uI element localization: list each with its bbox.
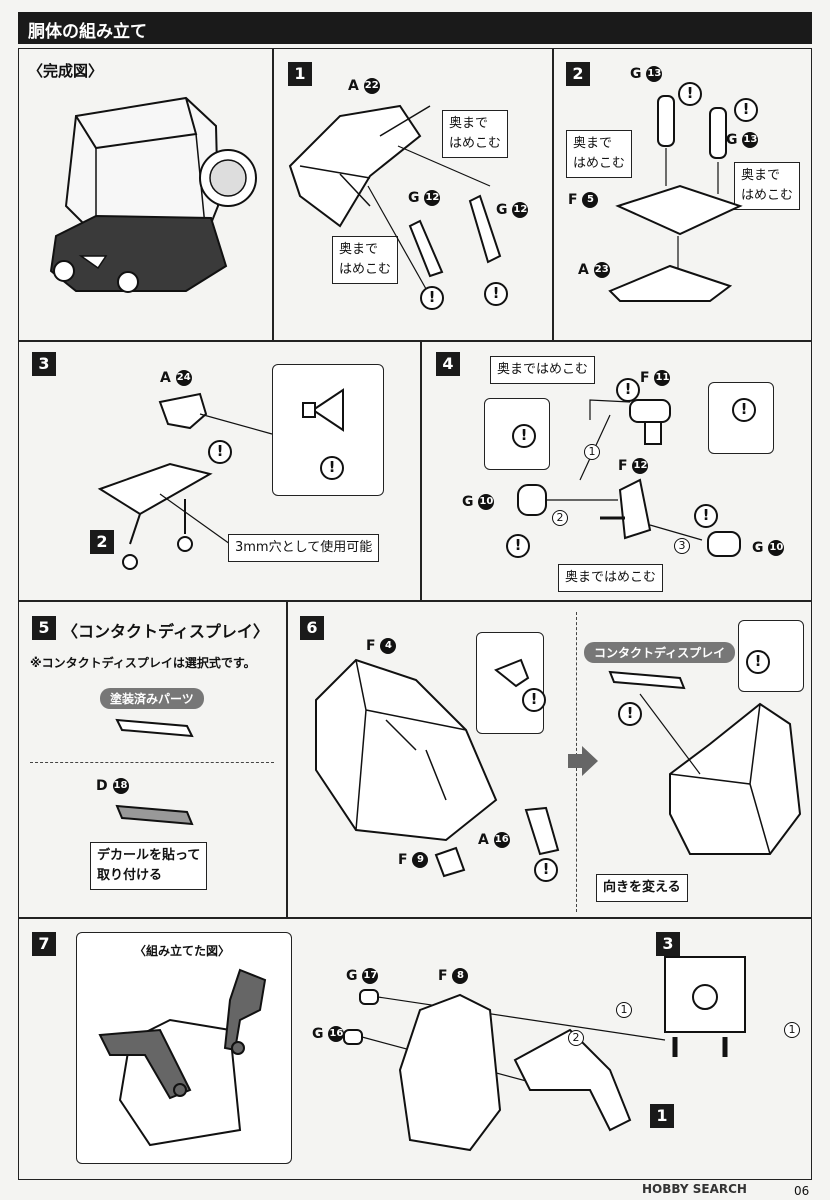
step-6-warning-3: ! bbox=[746, 650, 770, 674]
step-4-part-g10-right: G 10 bbox=[752, 540, 785, 556]
page-number: 06 bbox=[794, 1184, 810, 1198]
step-4-order-1: 1 bbox=[584, 444, 600, 460]
step-1-warning-2: ! bbox=[484, 282, 508, 306]
step-6-warning-2: ! bbox=[534, 858, 558, 882]
step-4-warning-1: ! bbox=[616, 378, 640, 402]
step-7-order-1b: 1 bbox=[784, 1022, 800, 1038]
step-7-part-f8: F 8 bbox=[438, 968, 469, 984]
step-2-callout-2: 奥まで はめこむ bbox=[734, 162, 801, 210]
step-5-number: 5 bbox=[32, 616, 56, 640]
step-2-part-g13-right: G 13 bbox=[726, 132, 759, 148]
section-title: 胴体の組み立て bbox=[28, 22, 147, 42]
step-3-warning-1: ! bbox=[208, 440, 232, 464]
step-5-decal-part bbox=[115, 804, 194, 826]
step-7-order-1a: 1 bbox=[616, 1002, 632, 1018]
step-7-number: 7 bbox=[32, 932, 56, 956]
step-7-ref-step-3: 3 bbox=[656, 932, 680, 956]
step-6-warning-4: ! bbox=[618, 702, 642, 726]
step-6-number: 6 bbox=[300, 616, 324, 640]
completed-label: 〈完成図〉 bbox=[28, 62, 104, 80]
step-2-illustration bbox=[608, 95, 743, 302]
step-2-callout-1: 奥まで はめこむ bbox=[566, 130, 633, 178]
step-3-ref-step: 2 bbox=[90, 530, 114, 554]
step-1-part-g12-right: G 12 bbox=[496, 202, 529, 218]
step-7-frame bbox=[18, 918, 812, 1180]
step-5-note: ※コンタクトディスプレイは選択式です。 bbox=[30, 656, 256, 670]
step-6-callout: 向きを変える bbox=[596, 874, 688, 902]
step-4-order-2: 2 bbox=[552, 510, 568, 526]
step-6-warning-1: ! bbox=[522, 688, 546, 712]
step-5-painted-pill: 塗装済みパーツ bbox=[100, 688, 204, 709]
step-4-number: 4 bbox=[436, 352, 460, 376]
step-5-title: 〈コンタクトディスプレイ〉 bbox=[62, 622, 269, 641]
step-6-detail-box bbox=[476, 632, 544, 734]
step-4-part-g10-left: G 10 bbox=[462, 494, 495, 510]
step-7-assembled-illustration bbox=[98, 968, 267, 1147]
step-6-illustration bbox=[315, 658, 560, 878]
step-6-result-illustration bbox=[608, 670, 802, 855]
step-6-detail-right bbox=[738, 620, 804, 692]
step-3-number: 3 bbox=[32, 352, 56, 376]
step-4-warning-2: ! bbox=[512, 424, 536, 448]
step-2-part-g13-left: G 13 bbox=[630, 66, 663, 82]
step-4-illustration bbox=[517, 399, 741, 557]
step-1-part-g12-left: G 12 bbox=[408, 190, 441, 206]
step-4-callout-2: 奥まではめこむ bbox=[558, 564, 664, 592]
step-4-part-f12: F 12 bbox=[618, 458, 649, 474]
step-5-painted-part bbox=[115, 718, 194, 738]
step-3-illustration bbox=[97, 392, 273, 570]
step-6-part-f4: F 4 bbox=[366, 638, 397, 654]
step-5-callout: デカールを貼って 取り付ける bbox=[90, 842, 208, 890]
step-1-number: 1 bbox=[288, 62, 312, 86]
watermark: HOBBY SEARCH bbox=[642, 1182, 747, 1196]
step-6-part-a16: A 16 bbox=[478, 832, 510, 848]
step-7-assembled-label: 〈組み立てた図〉 bbox=[134, 944, 231, 958]
step-2-part-f5: F 5 bbox=[568, 192, 599, 208]
step-7-part-g16: G 16 bbox=[312, 1026, 345, 1042]
step-6-contact-display-pill: コンタクトディスプレイ bbox=[584, 642, 736, 663]
step-1-warning-1: ! bbox=[420, 286, 444, 310]
step-7-part-g17: G 17 bbox=[346, 968, 379, 984]
step-1-callout-2: 奥まで はめこむ bbox=[332, 236, 399, 284]
step-4-warning-4: ! bbox=[506, 534, 530, 558]
step-4-callout-1: 奥まではめこむ bbox=[490, 356, 596, 384]
step-3-warning-2: ! bbox=[320, 456, 344, 480]
step-4-part-f11: F 11 bbox=[640, 370, 671, 386]
step-7-illustration bbox=[343, 989, 666, 1152]
step-4-warning-5: ! bbox=[694, 504, 718, 528]
step-3-part-a24: A 24 bbox=[160, 370, 192, 386]
step-2-warning-2: ! bbox=[734, 98, 758, 122]
section-header: 胴体の組み立て bbox=[18, 12, 812, 44]
step-4-warning-3: ! bbox=[732, 398, 756, 422]
step-7-ref-step-1: 1 bbox=[650, 1104, 674, 1128]
step-2-number: 2 bbox=[566, 62, 590, 86]
step-4-order-3: 3 bbox=[674, 538, 690, 554]
step-7-ref-part-3 bbox=[664, 956, 746, 1057]
completed-torso-illustration bbox=[49, 96, 257, 293]
step-6-part-f9: F 9 bbox=[398, 852, 429, 868]
step-1-illustration bbox=[288, 104, 502, 297]
step-5-part-d18: D 18 bbox=[96, 778, 129, 794]
step-3-callout: 3mm穴として使用可能 bbox=[228, 534, 380, 562]
step-7-order-2: 2 bbox=[568, 1030, 584, 1046]
step-1-callout-1: 奥まで はめこむ bbox=[442, 110, 509, 158]
instruction-grid bbox=[18, 48, 812, 918]
step-2-warning-1: ! bbox=[678, 82, 702, 106]
step-1-part-a22: A 22 bbox=[348, 78, 380, 94]
step-6-arrow-right-icon bbox=[568, 746, 598, 776]
step-2-part-a23: A 23 bbox=[578, 262, 610, 278]
